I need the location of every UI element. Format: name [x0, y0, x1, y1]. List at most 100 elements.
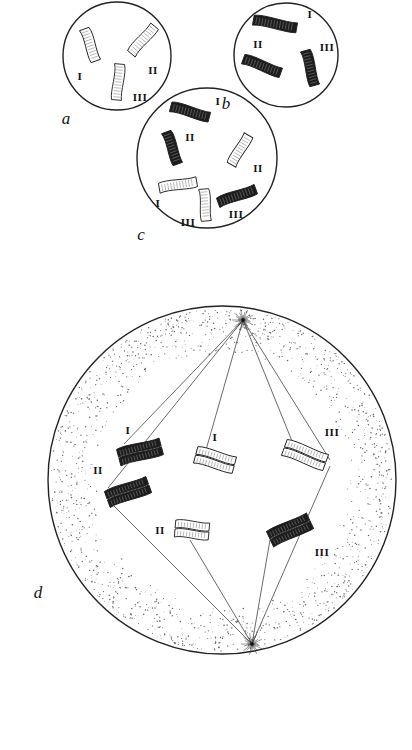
stipple-dot — [89, 394, 90, 395]
stipple-dot — [103, 357, 104, 358]
stipple-dot — [180, 332, 181, 333]
chromosome-band — [176, 182, 177, 189]
stipple-dot — [374, 443, 375, 444]
chromosome-band — [251, 187, 253, 194]
stipple-dot — [308, 596, 310, 598]
stipple-dot — [168, 326, 170, 328]
chromosome-band — [166, 139, 173, 141]
stipple-dot — [58, 470, 59, 471]
stipple-dot — [308, 623, 310, 625]
stipple-dot — [139, 357, 140, 358]
chromosome-band — [178, 522, 179, 527]
stipple-dot — [118, 381, 120, 383]
stipple-dot — [62, 525, 64, 527]
stipple-dot — [131, 355, 132, 356]
stipple-dot — [147, 337, 148, 338]
stipple-dot — [60, 437, 61, 438]
stipple-dot — [380, 435, 381, 436]
stipple-dot — [230, 319, 231, 320]
stipple-dot — [269, 642, 271, 644]
stipple-dot — [112, 606, 113, 607]
stipple-dot — [224, 335, 226, 337]
chromosome-band — [146, 31, 151, 35]
stipple-dot — [56, 439, 58, 441]
stipple-dot — [185, 638, 186, 639]
stipple-dot — [233, 338, 235, 340]
stipple-dot — [345, 373, 346, 374]
stipple-dot — [330, 360, 331, 361]
chromosome-band — [270, 66, 272, 73]
stipple-dot — [94, 589, 95, 590]
stipple-dot — [373, 453, 374, 454]
stipple-dot — [85, 440, 86, 441]
stipple-dot — [81, 467, 82, 468]
stipple-dot — [381, 447, 383, 449]
stipple-dot — [79, 521, 81, 523]
chromosome-band — [179, 181, 180, 188]
stipple-dot — [79, 387, 80, 388]
stipple-dot — [76, 397, 78, 399]
chromosome-band — [131, 447, 132, 452]
stipple-dot — [96, 380, 97, 381]
stipple-dot — [298, 331, 300, 333]
stipple-dot — [365, 564, 367, 566]
stipple-dot — [375, 437, 377, 439]
chromosome-band — [253, 60, 255, 67]
stipple-dot — [71, 550, 72, 551]
stipple-dot — [283, 345, 284, 346]
chromosome-band — [306, 525, 308, 530]
stipple-dot — [73, 503, 74, 504]
stipple-dot — [141, 362, 142, 363]
chromosome-band — [275, 529, 277, 534]
stipple-dot — [313, 380, 314, 381]
chromosome-band — [290, 532, 292, 537]
stipple-dot — [81, 529, 83, 531]
stipple-dot — [208, 313, 209, 314]
stipple-dot — [88, 394, 89, 395]
chromosome-band — [278, 528, 280, 533]
chromosome-band — [122, 487, 124, 492]
stipple-dot — [264, 639, 265, 640]
stipple-dot — [279, 336, 280, 337]
stipple-dot — [120, 394, 122, 396]
stipple-dot — [67, 552, 69, 554]
chromosome-number: II — [92, 465, 104, 476]
stipple-dot — [384, 488, 385, 489]
stipple-dot — [343, 374, 345, 376]
stipple-dot — [338, 411, 340, 413]
chromosome-band — [202, 524, 203, 529]
stipple-dot — [63, 506, 64, 507]
stipple-dot — [160, 342, 161, 343]
stipple-dot — [169, 321, 171, 323]
stipple-dot — [182, 634, 184, 636]
stipple-dot — [102, 426, 103, 427]
stipple-dot — [311, 343, 313, 345]
chromosome-band — [302, 447, 304, 452]
stipple-dot — [95, 384, 96, 385]
stipple-dot — [77, 518, 79, 520]
stipple-dot — [358, 410, 359, 411]
stipple-dot — [139, 593, 140, 594]
stipple-dot — [324, 575, 326, 577]
stipple-dot — [379, 516, 381, 518]
stipple-dot — [270, 337, 272, 339]
stipple-dot — [84, 498, 85, 499]
stipple-dot — [139, 376, 140, 377]
stipple-dot — [350, 583, 351, 584]
stipple-dot — [228, 610, 230, 612]
stipple-dot — [388, 469, 389, 470]
stipple-dot — [337, 391, 339, 393]
chromosome — [111, 64, 126, 101]
stipple-dot — [62, 455, 63, 456]
chromosome-band — [211, 452, 212, 457]
chromosome-band — [202, 450, 203, 455]
stipple-dot — [384, 435, 385, 436]
stipple-dot — [230, 310, 231, 311]
stipple-dot — [309, 618, 310, 619]
stipple-dot — [376, 445, 377, 446]
stipple-dot — [184, 645, 185, 646]
stipple-dot — [375, 408, 377, 410]
chromosome-band — [152, 442, 153, 447]
stipple-dot — [68, 499, 70, 501]
stipple-dot — [99, 561, 100, 562]
